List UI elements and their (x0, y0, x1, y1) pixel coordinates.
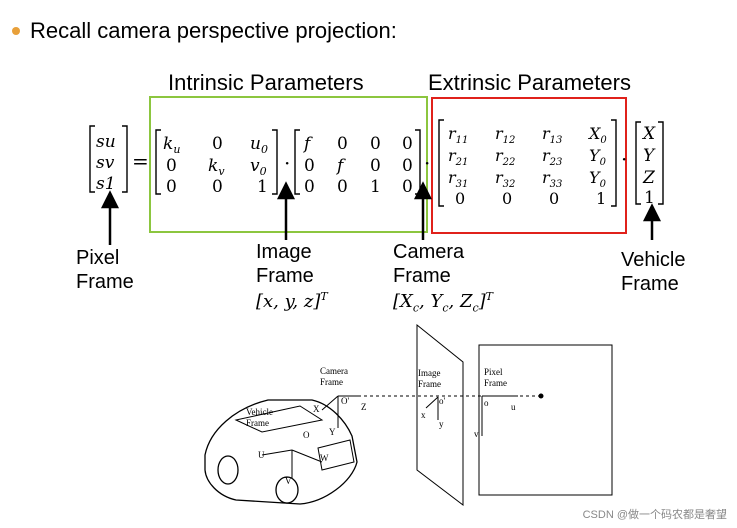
equals-sign: = (132, 149, 149, 173)
p-03: 0 (402, 134, 413, 154)
car-grille (317, 439, 355, 471)
bullet-dot-icon (12, 27, 20, 35)
e-30: 0 (455, 189, 465, 208)
camera-coords: [Xc, Yc, Zc]T (393, 290, 494, 315)
p-20: 0 (304, 177, 315, 197)
lhs-right-bracket (122, 125, 128, 193)
dot-3: · (621, 147, 627, 171)
car-front-wheel (217, 455, 239, 485)
diagram-axis-Y: Y (329, 427, 336, 437)
intrinsic-parameters-header: Intrinsic Parameters (168, 70, 364, 95)
image-x-axis (425, 396, 439, 409)
pixel-plane (478, 344, 613, 496)
diagram-axis-V: V (285, 476, 292, 486)
image-coords: [x, y, z]T (256, 290, 328, 312)
vehicle-arrow-head (642, 203, 662, 222)
k-20: 0 (166, 177, 177, 197)
lhs-2: s1 (96, 174, 116, 194)
diagram-axis-U: U (258, 450, 265, 460)
rhs-3: 1 (644, 188, 655, 208)
k-10: 0 (166, 156, 177, 176)
diagram-axis-Z: Z (361, 402, 367, 412)
e-31: 0 (502, 189, 512, 208)
watermark: CSDN @做一个码农都是奢望 (582, 509, 727, 521)
car-rear-wheel (275, 476, 299, 504)
p-13: 0 (402, 156, 413, 176)
rhs-left-bracket (635, 121, 641, 205)
rhs-2: Z (642, 168, 656, 188)
diagram-pixel-origin: o (484, 398, 489, 408)
diagram-vehicle-O: O (303, 430, 310, 440)
lhs-0: su (96, 132, 116, 152)
extrinsic-parameters-header: Extrinsic Parameters (428, 70, 631, 95)
projected-point (538, 393, 544, 399)
camera-x-axis (321, 395, 339, 411)
intrinsic-box (149, 96, 428, 233)
p-12: 0 (370, 156, 381, 176)
diagram-axis-x: x (421, 410, 426, 420)
diagram-axis-X: X (313, 404, 320, 414)
e-33: 1 (596, 189, 606, 208)
p-21: 0 (337, 177, 348, 197)
k-left-bracket (155, 129, 161, 195)
rhs-0: X (641, 124, 656, 144)
k-right-bracket (272, 129, 278, 195)
k-22: 1 (257, 177, 268, 197)
k-21: 0 (212, 177, 223, 197)
dot-1: · (284, 151, 290, 175)
diagram-axis-v: v (474, 429, 479, 439)
bullet-text: Recall camera perspective projection: (30, 18, 397, 43)
vehicle-u-axis (261, 449, 293, 456)
diagram-origin-o-prime: o' (439, 396, 446, 406)
e-32: 0 (549, 189, 559, 208)
e-right-bracket (611, 119, 617, 207)
lhs-1: sv (96, 153, 115, 173)
p-00: f (302, 134, 313, 154)
p-11: f (335, 156, 346, 176)
extrinsic-box (431, 97, 627, 234)
p-02: 0 (370, 134, 381, 154)
pixel-arrow-head (100, 190, 120, 209)
diagram-axis-y: y (439, 419, 444, 429)
diagram-axis-u: u (511, 402, 516, 412)
car-body (204, 399, 358, 505)
vehicle-w-axis (291, 449, 323, 463)
p-left-bracket (294, 129, 300, 195)
rhs-right-bracket (658, 121, 664, 205)
rhs-1: Y (643, 146, 656, 166)
p-01: 0 (337, 134, 348, 154)
p-10: 0 (304, 156, 315, 176)
image-plane (416, 323, 464, 507)
image-arrow-head (276, 181, 296, 200)
k-01: 0 (212, 134, 223, 154)
p-23: 0 (402, 177, 413, 197)
bullet-heading: Recall camera perspective projection: (12, 18, 397, 44)
car-windshield (234, 405, 324, 433)
e-left-bracket (438, 119, 444, 207)
camera-arrow-head (413, 181, 433, 200)
lhs-left-bracket (89, 125, 95, 193)
diagram-origin-O-prime: O' (341, 396, 350, 406)
diagram-axis-W: W (320, 453, 329, 463)
dot-2: · (424, 151, 430, 175)
p-22: 1 (370, 177, 381, 197)
